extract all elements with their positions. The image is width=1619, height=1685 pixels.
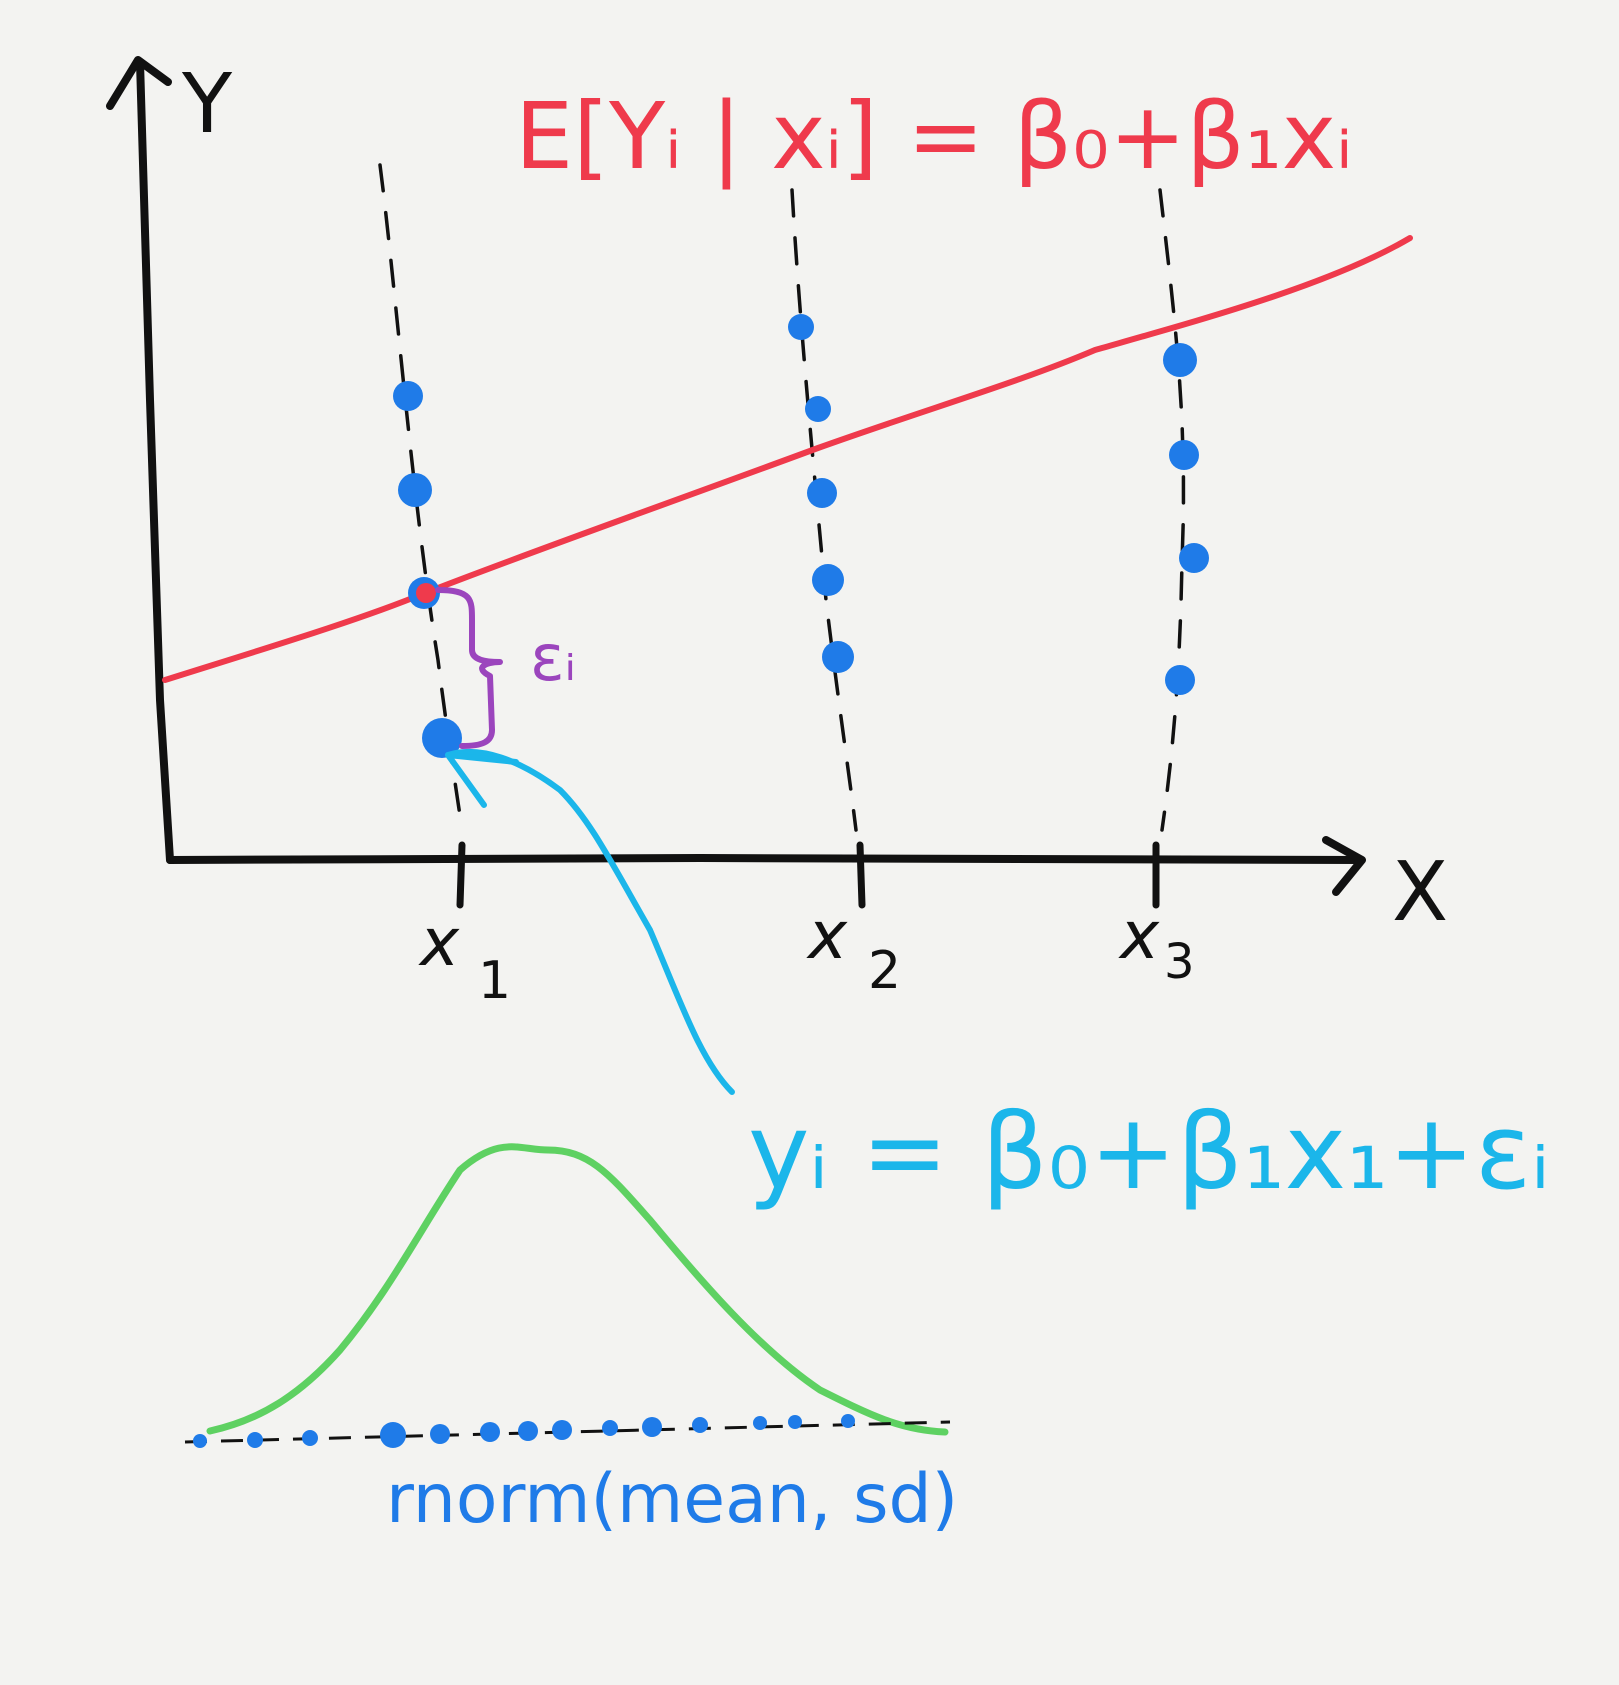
expectation-formula: E[Yᵢ | xᵢ] = β₀+β₁xᵢ [515,83,1353,190]
x-axis-arrowhead [1322,836,1366,896]
guide-line-x2 [790,188,858,832]
sample-point [692,1417,708,1433]
y-axis-label: Y [181,57,233,152]
svg-text:x: x [1118,897,1160,974]
sample-point [552,1420,572,1440]
x-tick-label-2: x 2 [806,897,901,1001]
x-axis [166,854,1364,864]
sample-point [753,1416,767,1430]
model-formula: yᵢ = β₀+β₁x₁+εᵢ [748,1091,1550,1213]
data-point [393,381,423,411]
x-tick-1 [456,841,466,909]
x-tick-2 [856,841,866,909]
sampled-values [193,1414,855,1448]
normal-curve [206,1143,949,1436]
sample-point [247,1432,263,1448]
sample-point [302,1430,318,1446]
sample-point [193,1434,207,1448]
x-axis-label: X [1392,845,1448,940]
fitted-value-point [416,583,436,603]
data-point [1169,440,1199,470]
sample-point [788,1415,802,1429]
x-tick-label-1: x 1 [418,904,511,1011]
svg-text:x: x [418,904,460,981]
guide-line-x3 [1158,188,1186,832]
sample-point [480,1422,500,1442]
sample-point [518,1421,538,1441]
error-brace [435,587,503,749]
sample-point [642,1417,662,1437]
data-point [422,718,462,758]
sample-point [841,1414,855,1428]
model-arrow [445,749,735,1095]
y-axis-arrowhead [106,56,172,110]
svg-text:x: x [806,897,848,974]
svg-text:3: 3 [1164,934,1195,990]
data-point [805,396,831,422]
data-point [822,641,854,673]
data-point [1165,665,1195,695]
regression-line [162,235,1413,683]
x-tick-label-3: x 3 [1118,897,1195,990]
data-point [812,564,844,596]
data-point [807,478,837,508]
sample-point [602,1420,618,1436]
y-axis [136,58,174,864]
error-label: εᵢ [530,622,576,696]
data-point [1179,543,1209,573]
svg-text:1: 1 [478,951,511,1011]
sample-point [430,1424,450,1444]
model-arrowhead [445,752,519,808]
data-point [398,473,432,507]
data-point [788,314,814,340]
svg-text:2: 2 [868,941,901,1001]
sampling-label: rnorm(mean, sd) [386,1460,958,1539]
sample-point [380,1422,406,1448]
guide-line-x1 [378,163,464,832]
data-point [1163,343,1197,377]
